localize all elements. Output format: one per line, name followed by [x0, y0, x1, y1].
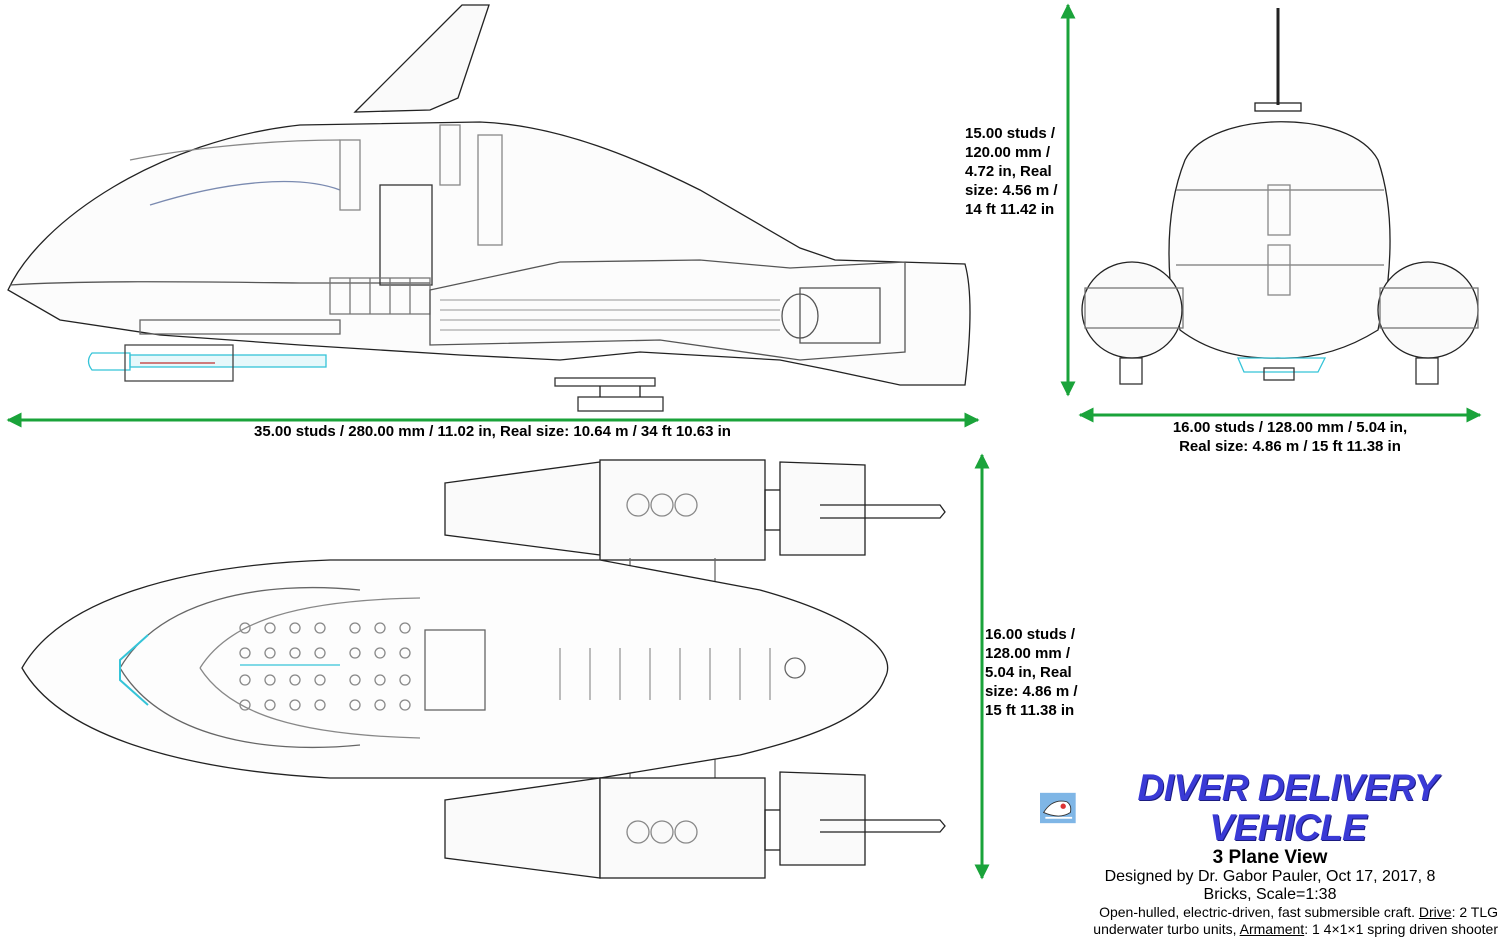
top-view [21, 459, 946, 879]
description-intro: Open-hulled, electric-driven, fast subme… [1099, 904, 1415, 920]
front-height-line: 15.00 studs / [965, 125, 1056, 142]
top-height-line: size: 4.86 m / [985, 683, 1078, 700]
side-hull [7, 121, 971, 386]
side-width-label: 35.00 studs / 280.00 mm / 11.02 in, Real… [254, 423, 731, 440]
view-name: 3 Plane View [1212, 847, 1328, 868]
dimension-arrows [6, 3, 1482, 880]
armament-label: Armament [1239, 921, 1305, 937]
front-height-label: 15.00 studs / 120.00 mm / 4.72 in, Real … [965, 124, 1075, 219]
top-upper-turbo [444, 461, 601, 556]
designer-line: Designed by Dr. Gabor Pauler, Oct 17, 20… [1104, 868, 1436, 903]
front-width-label: 16.00 studs / 128.00 mm / 5.04 in, Real … [1080, 418, 1500, 456]
top-lower-turbo [444, 777, 601, 879]
front-width-line: 16.00 studs / 128.00 mm / 5.04 in, [1172, 419, 1408, 436]
title-row: DIVER DELIVERY VEHICLE [1040, 768, 1500, 848]
front-left-pod [1081, 261, 1183, 359]
side-shooter [129, 354, 327, 368]
title-block: DIVER DELIVERY VEHICLE 3 Plane View Desi… [1040, 768, 1500, 938]
top-height-line: 128.00 mm / [985, 645, 1071, 662]
front-height-line: 120.00 mm / [965, 144, 1051, 161]
top-height-line: 5.04 in, Real [985, 664, 1072, 681]
front-width-line: Real size: 4.86 m / 15 ft 11.38 in [1179, 438, 1401, 455]
front-height-line: 14 ft 11.42 in [965, 201, 1055, 218]
top-stud-grid [239, 622, 411, 711]
top-hull [21, 559, 889, 779]
logo-icon [1040, 792, 1076, 824]
front-height-line: size: 4.56 m / [965, 182, 1058, 199]
top-height-line: 16.00 studs / [985, 626, 1076, 643]
armament-text: : 1 4×1×1 spring driven shooter [1304, 921, 1498, 937]
top-height-label: 16.00 studs / 128.00 mm / 5.04 in, Real … [985, 625, 1095, 720]
front-hull [1168, 121, 1391, 359]
side-view [7, 4, 971, 412]
side-tail-fin [353, 4, 490, 113]
blueprint-canvas [6, 3, 1482, 880]
top-height-line: 15 ft 11.38 in [985, 702, 1075, 719]
description: Open-hulled, electric-driven, fast subme… [1040, 904, 1500, 938]
project-title: DIVER DELIVERY VEHICLE [1137, 767, 1439, 848]
front-right-pod [1377, 261, 1479, 359]
front-view [1081, 8, 1479, 385]
front-height-line: 4.72 in, Real [965, 163, 1052, 180]
drive-label: Drive [1418, 904, 1452, 920]
